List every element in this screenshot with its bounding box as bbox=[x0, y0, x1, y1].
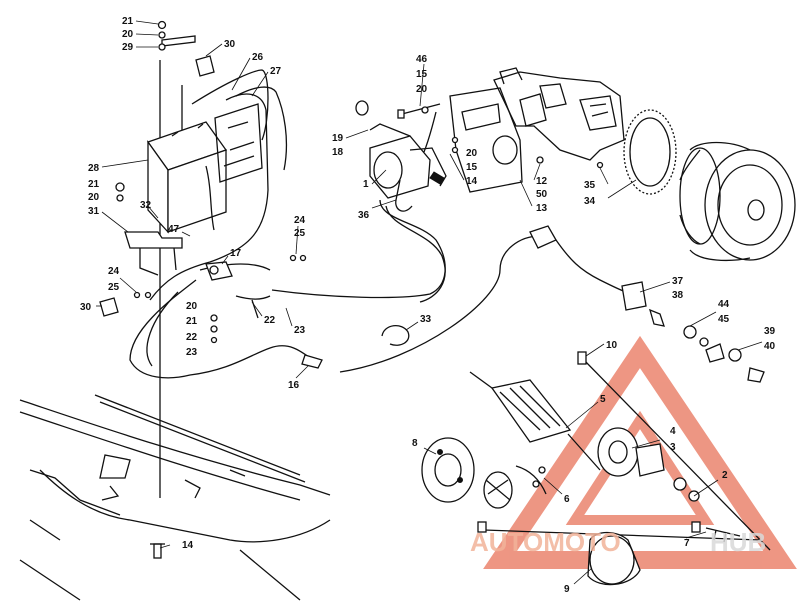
label-23: 23 bbox=[186, 347, 198, 358]
label-25: 25 bbox=[294, 228, 306, 239]
leader-lines bbox=[96, 20, 763, 585]
starter-motor bbox=[421, 351, 771, 586]
label-25: 25 bbox=[108, 282, 120, 293]
label-9: 9 bbox=[564, 584, 570, 595]
label-20: 20 bbox=[88, 192, 100, 203]
label-28: 28 bbox=[88, 163, 100, 174]
watermark-word-2: HUB bbox=[710, 527, 766, 557]
label-38: 38 bbox=[672, 290, 684, 301]
part-labels: 21 20 29 30 26 27 28 21 20 31 32 47 17 2… bbox=[80, 16, 776, 595]
connector-assembly bbox=[339, 225, 765, 383]
label-4: 4 bbox=[670, 426, 676, 437]
label-12: 12 bbox=[536, 176, 548, 187]
label-40: 40 bbox=[764, 341, 776, 352]
label-15: 15 bbox=[466, 162, 478, 173]
label-29: 29 bbox=[122, 42, 134, 53]
label-33: 33 bbox=[420, 314, 432, 325]
label-31: 31 bbox=[88, 206, 100, 217]
label-26: 26 bbox=[252, 52, 264, 63]
label-8: 8 bbox=[412, 438, 418, 449]
label-17: 17 bbox=[230, 248, 242, 259]
label-30: 30 bbox=[80, 302, 92, 313]
label-50: 50 bbox=[536, 189, 548, 200]
label-14: 14 bbox=[182, 540, 194, 551]
label-19: 19 bbox=[332, 133, 344, 144]
label-3: 3 bbox=[670, 442, 676, 453]
label-23: 23 bbox=[294, 325, 306, 336]
label-10: 10 bbox=[606, 340, 618, 351]
label-1: 1 bbox=[363, 179, 369, 190]
label-22: 22 bbox=[264, 315, 276, 326]
label-14: 14 bbox=[466, 176, 478, 187]
label-39: 39 bbox=[764, 326, 776, 337]
label-21: 21 bbox=[122, 16, 134, 27]
label-20: 20 bbox=[186, 301, 198, 312]
chassis bbox=[19, 394, 331, 601]
label-34: 34 bbox=[584, 196, 596, 207]
label-6: 6 bbox=[564, 494, 570, 505]
engine-clutch bbox=[493, 67, 796, 262]
label-20: 20 bbox=[122, 29, 134, 40]
label-44: 44 bbox=[718, 299, 730, 310]
label-15: 15 bbox=[416, 69, 428, 80]
label-21: 21 bbox=[88, 179, 100, 190]
label-2: 2 bbox=[722, 470, 728, 481]
label-21: 21 bbox=[186, 316, 198, 327]
label-27: 27 bbox=[270, 66, 282, 77]
label-32: 32 bbox=[140, 200, 152, 211]
label-24: 24 bbox=[294, 215, 306, 226]
label-35: 35 bbox=[584, 180, 596, 191]
label-37: 37 bbox=[672, 276, 684, 287]
label-24: 24 bbox=[108, 266, 120, 277]
watermark-word-1: AUTOMOTO bbox=[470, 527, 621, 557]
label-20: 20 bbox=[466, 148, 478, 159]
label-20: 20 bbox=[416, 84, 428, 95]
label-30: 30 bbox=[224, 39, 236, 50]
label-47: 47 bbox=[168, 224, 180, 235]
label-5: 5 bbox=[600, 394, 606, 405]
label-22: 22 bbox=[186, 332, 198, 343]
label-36: 36 bbox=[358, 210, 370, 221]
label-45: 45 bbox=[718, 314, 730, 325]
watermark-text: AUTOMOTO HUB bbox=[470, 527, 766, 557]
label-13: 13 bbox=[536, 203, 548, 214]
battery-assembly bbox=[99, 20, 323, 559]
label-7: 7 bbox=[684, 538, 690, 549]
label-16: 16 bbox=[288, 380, 300, 391]
label-46: 46 bbox=[416, 54, 428, 65]
solenoid-assembly bbox=[271, 87, 544, 346]
label-18: 18 bbox=[332, 147, 344, 158]
